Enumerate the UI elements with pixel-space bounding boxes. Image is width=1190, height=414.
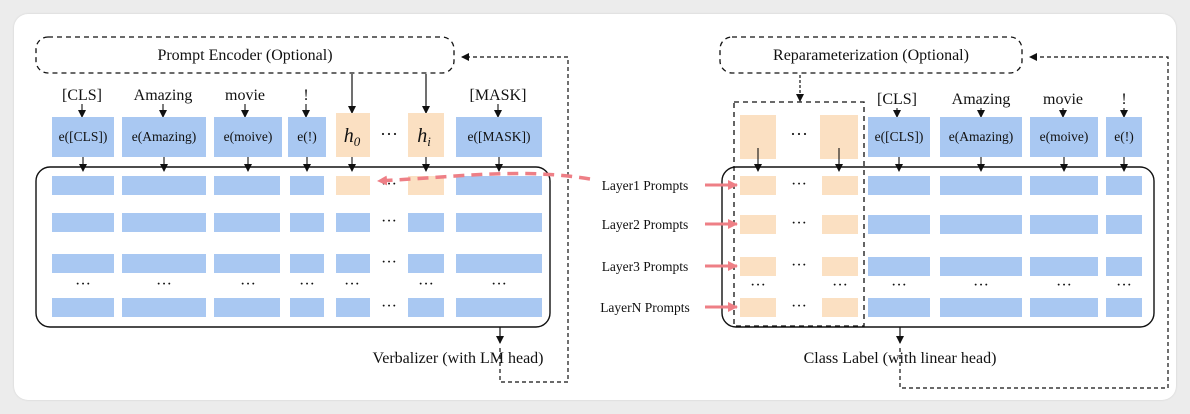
right-row-ellipses: ··· ··· ··· ··· ··· ··· ··· ··· ··· ··· [750, 176, 1132, 315]
embed-cls-label: e([CLS]) [59, 129, 108, 144]
svg-text:···: ··· [299, 276, 315, 293]
svg-text:···: ··· [1056, 277, 1072, 294]
prompt-h0-box [336, 113, 370, 157]
right-embed-cls-box [868, 117, 930, 157]
right-layer-rows [740, 176, 1142, 317]
right-embed-movie-label: e(moive) [1040, 129, 1089, 144]
left-model-box [35, 166, 551, 328]
svg-text:···: ··· [491, 276, 507, 293]
embed-amazing-label: e(Amazing) [132, 129, 196, 144]
right-embed-exclaim-box [1106, 117, 1142, 157]
layer3-prompts-label: Layer3 Prompts [602, 259, 689, 274]
svg-text:···: ··· [750, 277, 766, 294]
layer-prompt-arrows [705, 180, 738, 312]
embed-exclaim-box [288, 117, 326, 157]
prompt-encoder-box [35, 36, 455, 74]
svg-text:···: ··· [344, 276, 360, 293]
figure-card [14, 14, 1176, 400]
right-panel: Reparameterization (Optional) ··· [CLS] … [600, 36, 1169, 389]
svg-text:···: ··· [791, 215, 807, 232]
svg-text:···: ··· [156, 276, 172, 293]
svg-text:···: ··· [791, 298, 807, 315]
right-embed-movie-box [1030, 117, 1098, 157]
embed-cls-box [52, 117, 114, 157]
svg-text:···: ··· [418, 276, 434, 293]
prompt-transfer-arrow [377, 171, 591, 186]
embed-mask-label: e([MASK]) [468, 129, 531, 144]
left-row-ellipses: ··· ··· ··· ··· ··· ··· ··· ··· ··· ··· … [75, 176, 507, 315]
class-label-text: Class Label (with linear head) [804, 350, 997, 367]
svg-text:···: ··· [240, 276, 256, 293]
right-token-exclaim: ! [1121, 91, 1126, 108]
svg-text:···: ··· [791, 257, 807, 274]
reparam-prompt-ellipsis: ··· [790, 124, 808, 144]
embed-exclaim-label: e(!) [297, 129, 316, 144]
right-feedback-loop [899, 53, 1169, 389]
prompt-encoder-title: Prompt Encoder (Optional) [157, 47, 332, 64]
embed-movie-label: e(moive) [224, 129, 273, 144]
reparam-title: Reparameterization (Optional) [773, 47, 969, 64]
right-embed-arrows [895, 157, 1128, 172]
svg-text:···: ··· [1116, 277, 1132, 294]
embed-mask-box [456, 117, 542, 157]
layerN-prompts-label: LayerN Prompts [600, 300, 690, 315]
svg-text:···: ··· [832, 277, 848, 294]
token-exclaim: ! [303, 87, 308, 104]
reparam-box [719, 36, 1023, 74]
right-token-amazing: Amazing [952, 91, 1011, 108]
left-panel: Prompt Encoder (Optional) [CLS] Amazing … [35, 36, 569, 383]
svg-text:···: ··· [973, 277, 989, 294]
token-movie: movie [225, 87, 265, 104]
svg-text:···: ··· [791, 176, 807, 193]
right-model-box [721, 166, 1155, 328]
token-amazing: Amazing [134, 87, 193, 104]
embed-amazing-box [122, 117, 206, 157]
left-feedback-loop [461, 53, 569, 383]
embed-arrows [79, 157, 503, 172]
svg-text:···: ··· [381, 213, 397, 230]
right-embed-exclaim-label: e(!) [1114, 129, 1133, 144]
right-token-arrows [893, 108, 1128, 118]
prompt-hi-box [408, 113, 444, 157]
left-layer-rows [52, 176, 542, 317]
prompt-ellipsis: ··· [380, 124, 398, 144]
right-embed-cls-label: e([CLS]) [875, 129, 924, 144]
svg-text:···: ··· [75, 276, 91, 293]
layer2-prompts-label: Layer2 Prompts [602, 217, 689, 232]
right-token-movie: movie [1043, 91, 1083, 108]
right-embed-amazing-box [940, 117, 1022, 157]
embed-movie-box [214, 117, 282, 157]
svg-text:···: ··· [381, 254, 397, 271]
svg-text:···: ··· [891, 277, 907, 294]
token-cls: [CLS] [62, 87, 102, 104]
verbalizer-label: Verbalizer (with LM head) [372, 350, 543, 367]
right-token-cls: [CLS] [877, 91, 917, 108]
layer1-prompts-label: Layer1 Prompts [602, 178, 689, 193]
right-embed-amazing-label: e(Amazing) [949, 129, 1013, 144]
token-mask: [MASK] [470, 87, 527, 104]
prompt-column-region [733, 101, 865, 327]
svg-text:···: ··· [381, 298, 397, 315]
token-arrows [78, 104, 502, 118]
svg-text:···: ··· [381, 176, 397, 193]
